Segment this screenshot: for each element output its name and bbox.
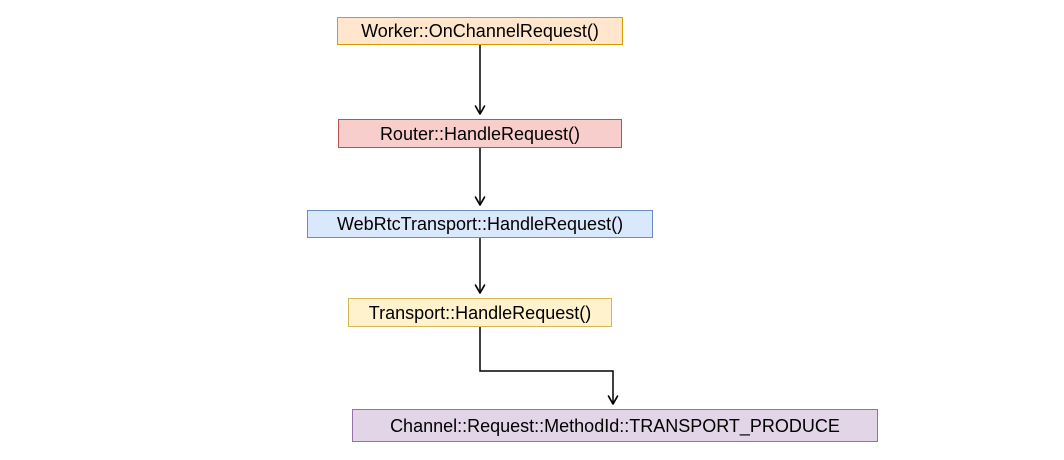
- node-label: Worker::OnChannelRequest(): [361, 21, 599, 41]
- edge-transport-to-channel-request: [479, 327, 619, 405]
- node-label: Transport::HandleRequest(): [368, 302, 592, 323]
- node-channel-request-methodid-transport-produce: Channel::Request::MethodId::TRANSPORT_PR…: [352, 409, 878, 442]
- node-label: WebRtcTransport::HandleRequest(): [336, 214, 624, 234]
- node-label: Channel::Request::MethodId::TRANSPORT_PR…: [390, 415, 840, 436]
- node-worker-onchannelrequest: Worker::OnChannelRequest(): [337, 17, 623, 45]
- node-webrtctransport-handlerequest: WebRtcTransport::HandleRequest(): [307, 210, 653, 238]
- node-label: Router::HandleRequest(): [379, 123, 581, 144]
- node-transport-handlerequest: Transport::HandleRequest(): [348, 298, 612, 327]
- node-router-handlerequest: Router::HandleRequest(): [338, 119, 622, 148]
